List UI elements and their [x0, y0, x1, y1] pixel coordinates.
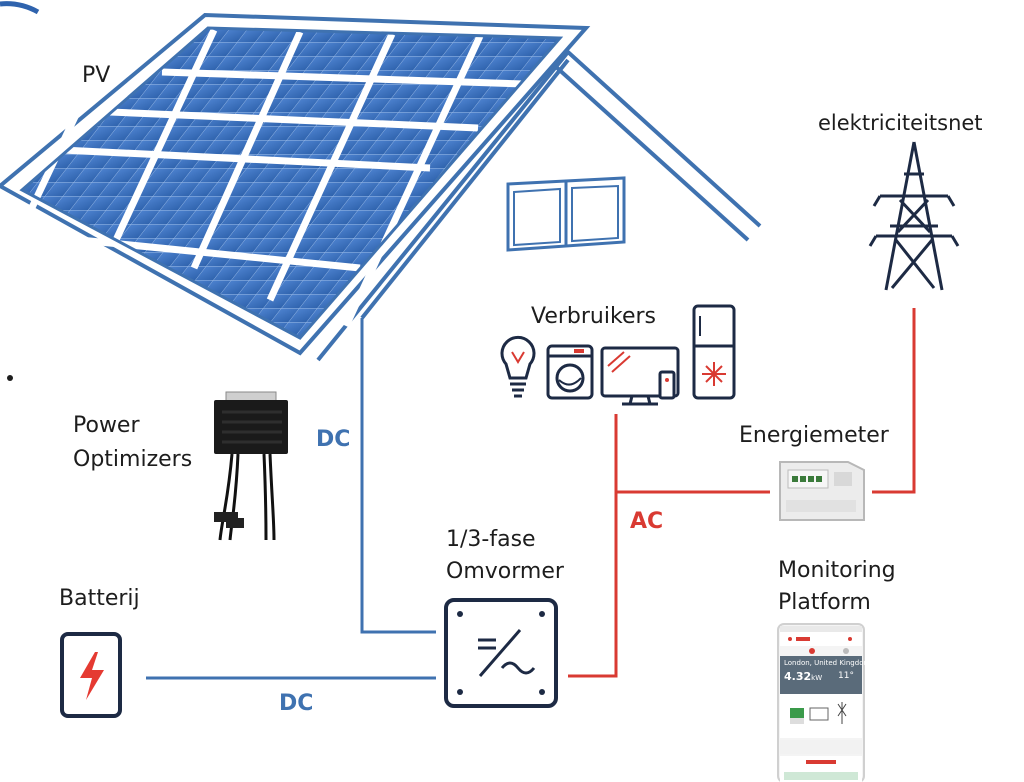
optimizers-label-line2: Optimizers: [73, 447, 193, 472]
inverter-label-line1: 1/3-fase: [446, 527, 536, 552]
phone-app-icon: [777, 623, 865, 782]
app-location: London, United Kingdom: [784, 659, 871, 667]
inverter-label-line2: Omvormer: [446, 559, 564, 584]
solar-panel-icon: [0, 12, 591, 356]
optimizers-label-line1: Power: [73, 413, 140, 438]
fridge-icon: [692, 304, 736, 400]
washing-machine-icon: [546, 344, 594, 400]
dc-label-battery: DC: [279, 691, 314, 716]
dc-line-pv: [360, 318, 436, 634]
pv-label: PV: [82, 63, 111, 88]
app-temperature: 11°: [838, 671, 854, 681]
battery-label: Batterij: [59, 586, 140, 611]
ac-lines: [568, 308, 916, 678]
transmission-tower-icon: [868, 141, 960, 291]
inverter-icon: [444, 598, 558, 708]
corner-decoration: [0, 1, 40, 15]
tv-icon: [600, 346, 680, 406]
dc-label-pv: DC: [316, 427, 351, 452]
app-power: 4.32kW: [784, 670, 822, 683]
power-optimizer-icon: [214, 391, 288, 541]
house-outline: [316, 49, 762, 362]
consumers-label: Verbruikers: [531, 304, 656, 329]
light-bulb-icon: [500, 335, 536, 398]
window-icon: [506, 176, 626, 252]
monitoring-label-line2: Platform: [778, 590, 871, 615]
app-power-unit: kW: [811, 674, 823, 682]
ac-label: AC: [630, 509, 664, 534]
dot-marker: [7, 375, 13, 381]
app-power-value: 4.32: [784, 670, 812, 683]
grid-label: elektriciteitsnet: [818, 111, 983, 135]
battery-icon: [60, 632, 122, 718]
monitoring-label-line1: Monitoring: [778, 558, 896, 583]
meter-label: Energiemeter: [739, 423, 889, 448]
energy-meter-icon: [779, 461, 865, 521]
